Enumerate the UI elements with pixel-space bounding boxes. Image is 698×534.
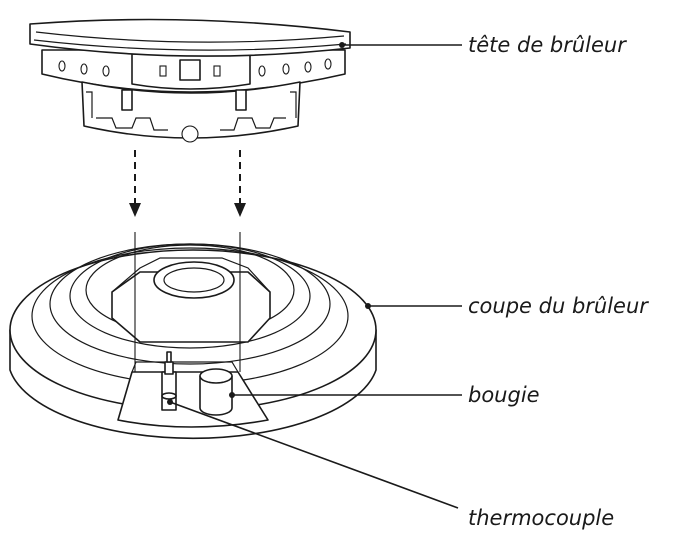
- label-thermocouple: thermocouple: [468, 506, 615, 530]
- label-spark-plug: bougie: [468, 383, 540, 407]
- flame-ports: [58, 58, 332, 77]
- alignment-arrows: [129, 150, 246, 217]
- spark-plug-part: [199, 368, 233, 416]
- label-burner-head: tête de brûleur: [468, 33, 626, 57]
- label-burner-cup: coupe du brûleur: [468, 294, 648, 318]
- burner-head: [29, 18, 351, 143]
- leader-thermocouple: [169, 401, 459, 509]
- burner-cup: [9, 232, 377, 440]
- thermocouple-part: [161, 351, 177, 411]
- leader-lines: [167, 42, 462, 509]
